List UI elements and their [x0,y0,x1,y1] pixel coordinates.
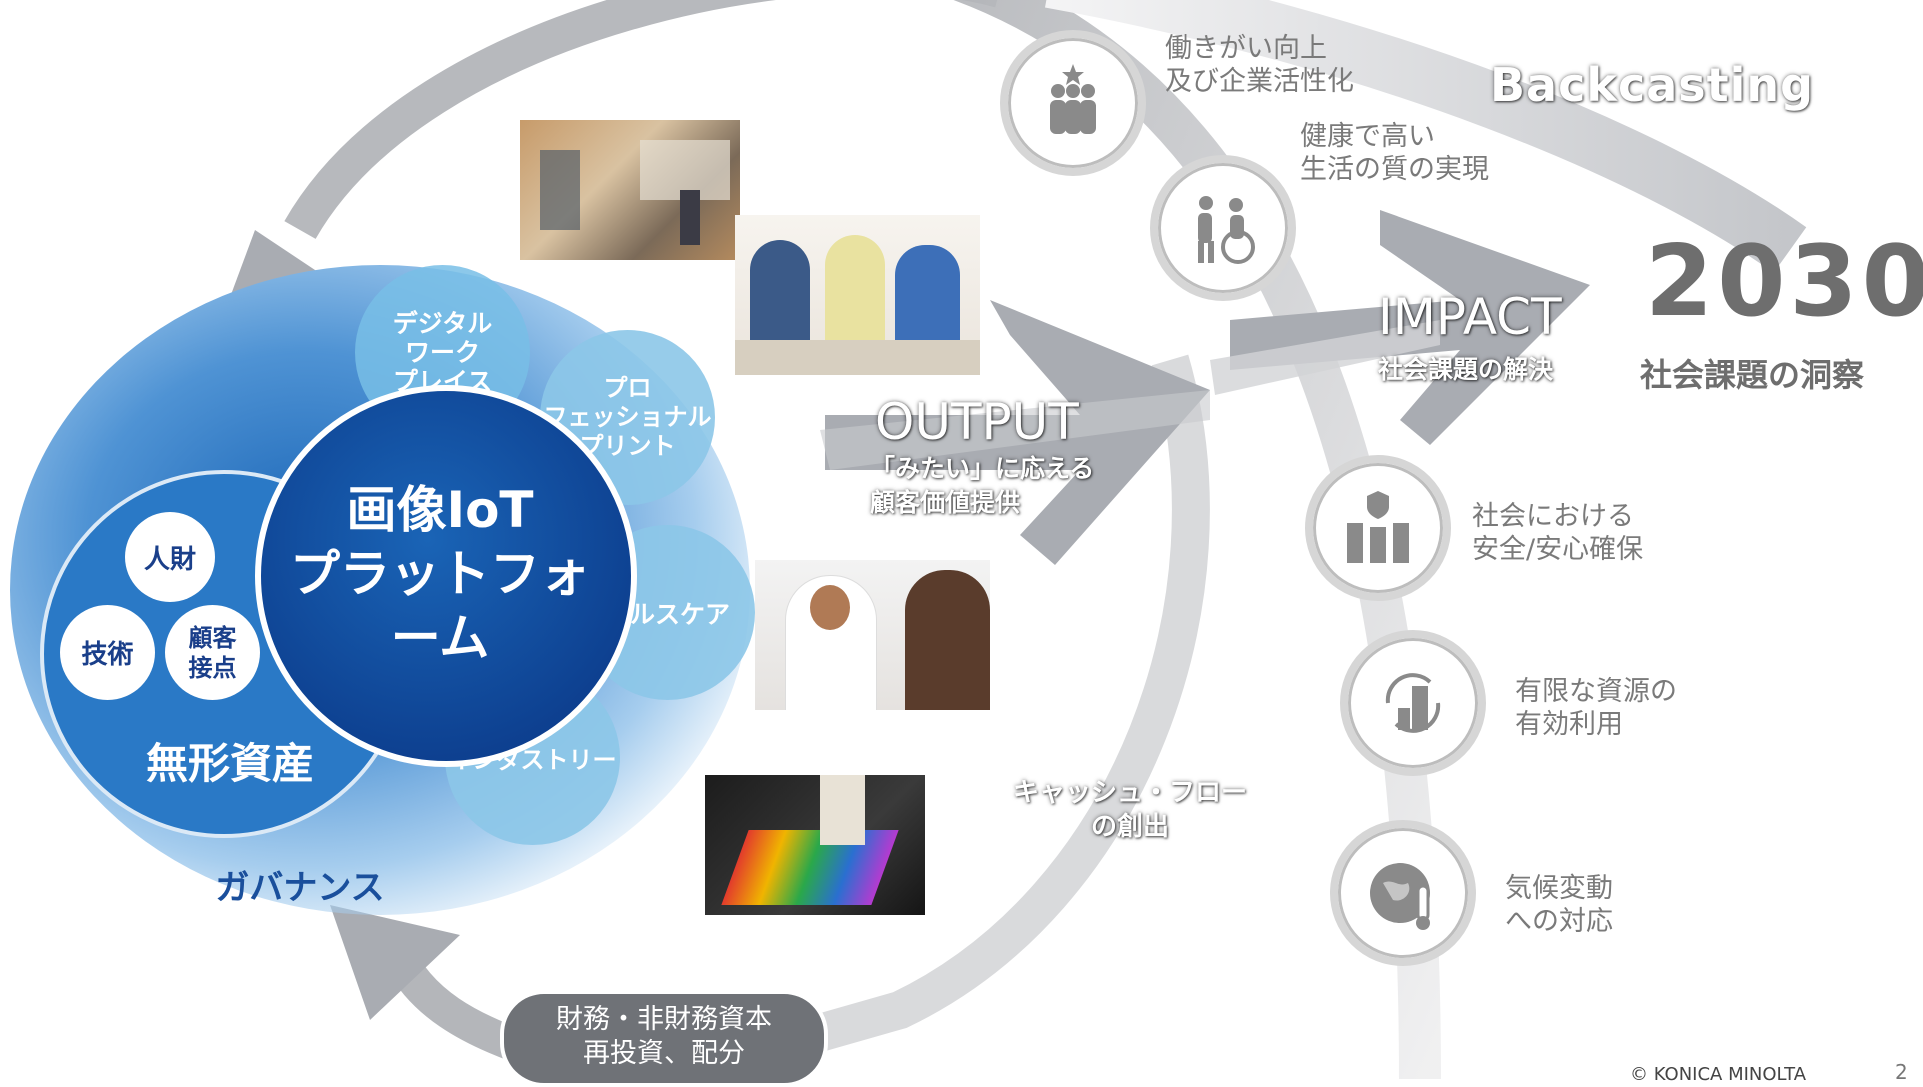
issue-work-engagement-label: 働きがい向上 及び企業活性化 [1165,33,1354,97]
reinvest-pill [500,990,828,1087]
output-band [820,390,1210,470]
reinvest-arrow-head [330,905,460,1020]
asset-technology: 技術 [60,605,155,700]
impact-band [1210,320,1440,395]
globe-thermometer-icon [1370,863,1430,930]
impact-subtitle: 社会課題の解決 [1378,355,1554,384]
copyright: © KONICA MINOLTA [1630,1064,1807,1085]
wheelchair-care-icon [1198,196,1255,264]
cashflow-label: キャッシュ・フロー の創出 [1012,778,1247,842]
industry-photo [705,775,925,915]
issue-safety-label: 社会における 安全/安心確保 [1472,501,1644,565]
issue-climate-label: 気候変動 への対応 [1505,873,1613,937]
reinvest-label: 財務・非財務資本 再投資、配分 [556,1004,772,1069]
output-subtitle: 「みたい」に応える 顧客価値提供 [870,454,1095,517]
issue-resources-label: 有限な資源の 有効利用 [1515,676,1677,740]
issue-quality-of-life [1150,155,1296,301]
backcasting-arc [284,0,998,239]
office-photo [520,120,740,260]
platform-label: 画像IoT プラットフォーム [290,481,590,667]
impact-title: IMPACT [1378,288,1562,346]
output-loop [754,354,1210,1069]
backcasting-band [1044,0,1807,273]
year-2030: 2030 [1645,225,1923,339]
asset-customer-touchpoint: 顧客 接点 [165,605,260,700]
asset-people: 人財 [125,512,215,602]
intangible-assets-label: 無形資産 [145,739,314,788]
backcasting-label: Backcasting [1490,58,1815,112]
page-number: 2 [1895,1060,1908,1084]
issue-quality-of-life-label: 健康で高い 生活の質の実現 [1300,121,1489,185]
recycle-city-icon [1385,673,1441,733]
issue-work-engagement [1000,30,1146,176]
team-icon [1050,64,1096,134]
healthcare-photo [755,560,990,710]
team-photo [735,215,980,375]
governance-label: ガバナンス [215,868,385,908]
year-caption: 社会課題の洞察 [1640,356,1865,394]
issue-safety [1305,455,1451,601]
secure-buildings-icon [1347,491,1409,563]
output-title: OUTPUT [875,393,1079,451]
issue-climate [1330,820,1476,966]
platform-circle [255,385,637,767]
issue-resources [1340,630,1486,776]
